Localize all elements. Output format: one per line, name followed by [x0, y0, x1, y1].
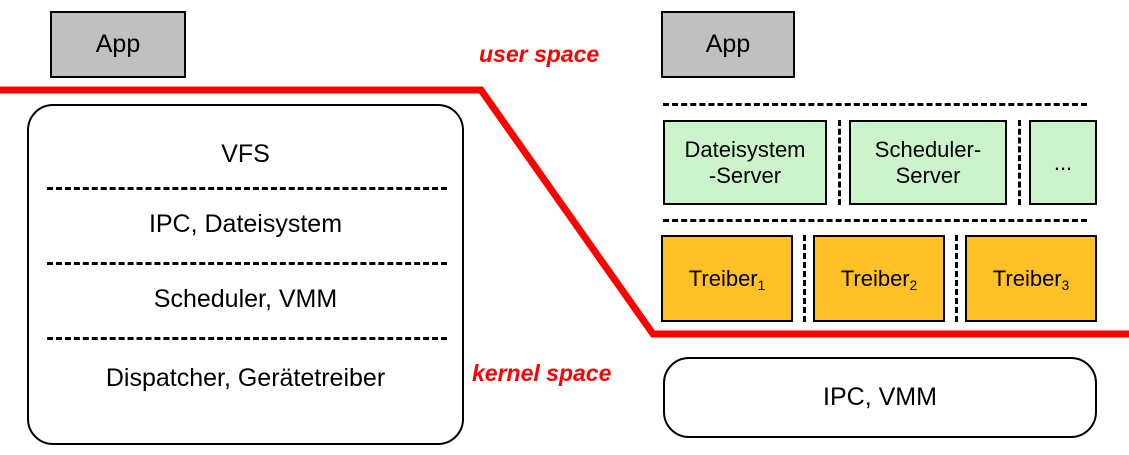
microkernel-dash-rule-top	[663, 103, 1087, 106]
monolithic-app-box: App	[50, 11, 186, 78]
driver-box-3: Treiber3	[965, 235, 1097, 322]
microkernel-app-box: App	[661, 11, 795, 78]
server-box-dateisystem: Dateisystem -Server	[663, 120, 827, 205]
monolithic-layer-ipc-dateisystem: IPC, Dateisystem	[148, 209, 343, 238]
user-space-label: user space	[479, 41, 600, 67]
monolithic-separator-1	[47, 187, 447, 190]
server-box-scheduler: Scheduler- Server	[849, 120, 1007, 205]
driver-box-1: Treiber1	[661, 235, 793, 322]
server-separator-2	[1018, 120, 1021, 205]
driver-subscript-2: 2	[909, 277, 918, 293]
driver-subscript-3: 3	[1061, 277, 1070, 293]
driver-label-3: Treiber3	[992, 265, 1070, 293]
monolithic-separator-2	[47, 262, 447, 265]
driver-box-2: Treiber2	[813, 235, 945, 322]
kernel-space-label: kernel space	[472, 360, 612, 386]
monolithic-kernel-box: VFS IPC, Dateisystem Scheduler, VMM Disp…	[27, 104, 464, 445]
monolithic-layer-vfs: VFS	[221, 139, 270, 168]
monolithic-separator-3	[47, 337, 447, 340]
server-box-ellipsis: ...	[1029, 120, 1097, 205]
microkernel-dash-rule-bottom	[663, 219, 1087, 222]
driver-label-1: Treiber1	[688, 265, 766, 293]
driver-label-2: Treiber2	[840, 265, 918, 293]
monolithic-layer-scheduler-vmm: Scheduler, VMM	[153, 284, 338, 313]
driver-separator-2	[955, 235, 958, 322]
server-separator-1	[838, 120, 841, 205]
microkernel-core-box: IPC, VMM	[663, 357, 1097, 438]
driver-subscript-1: 1	[757, 277, 766, 293]
monolithic-layer-dispatcher-geraetetreiber: Dispatcher, Gerätetreiber	[105, 363, 386, 392]
driver-separator-1	[803, 235, 806, 322]
